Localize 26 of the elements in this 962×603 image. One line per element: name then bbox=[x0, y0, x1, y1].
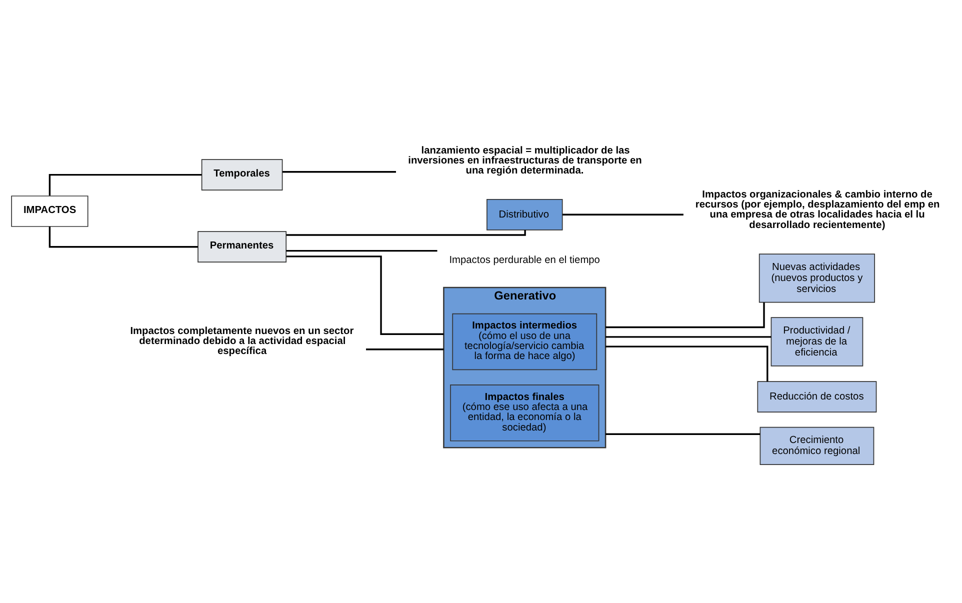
node-box: Temporales bbox=[201, 159, 283, 190]
node-box: Reducción de costos bbox=[757, 381, 877, 412]
connector bbox=[366, 348, 444, 350]
node-box: Crecimiento económico regional bbox=[760, 426, 874, 466]
connector bbox=[606, 433, 760, 435]
connector bbox=[48, 226, 198, 248]
node-box: Permanentes bbox=[198, 231, 287, 263]
node-text: lanzamiento espacial = multiplicador de las inversiones en infraestructuras de transporte en una región determinada. bbox=[408, 145, 642, 177]
node-text: Impactos organizacionales & cambio interno de recursos (por ejemplo, desplazamiento del emp en una empresa de otras localidades hacia el lu desarrollado recientemente) bbox=[695, 189, 940, 231]
connector bbox=[562, 214, 684, 216]
connector bbox=[606, 336, 772, 338]
node-box: IMPACTOS bbox=[11, 196, 88, 227]
node-box: Productividad / mejoras de la eficiencia bbox=[770, 317, 864, 366]
connector bbox=[48, 174, 202, 196]
node-box: Nuevas actividades (nuevos productos y servicios bbox=[758, 254, 875, 303]
node-text: Impactos completamente nuevos en un sector determinado debido a la actividad espacial específica bbox=[130, 326, 354, 358]
connector bbox=[282, 171, 396, 173]
node-text: Impactos perdurable en el tiempo bbox=[449, 255, 600, 266]
connector bbox=[286, 256, 444, 335]
node-box: Distributivo bbox=[486, 198, 563, 230]
connector bbox=[286, 230, 526, 236]
connector bbox=[606, 302, 765, 328]
node-box: Impactos intermedios (cómo el uso de una tecnología/servicio cambia la forma de hace algo) bbox=[452, 313, 598, 370]
node-box: Impactos finales (cómo ese uso afecta a una entidad, la economía o la sociedad) bbox=[450, 384, 600, 442]
connector bbox=[286, 250, 438, 252]
connector bbox=[606, 346, 768, 382]
